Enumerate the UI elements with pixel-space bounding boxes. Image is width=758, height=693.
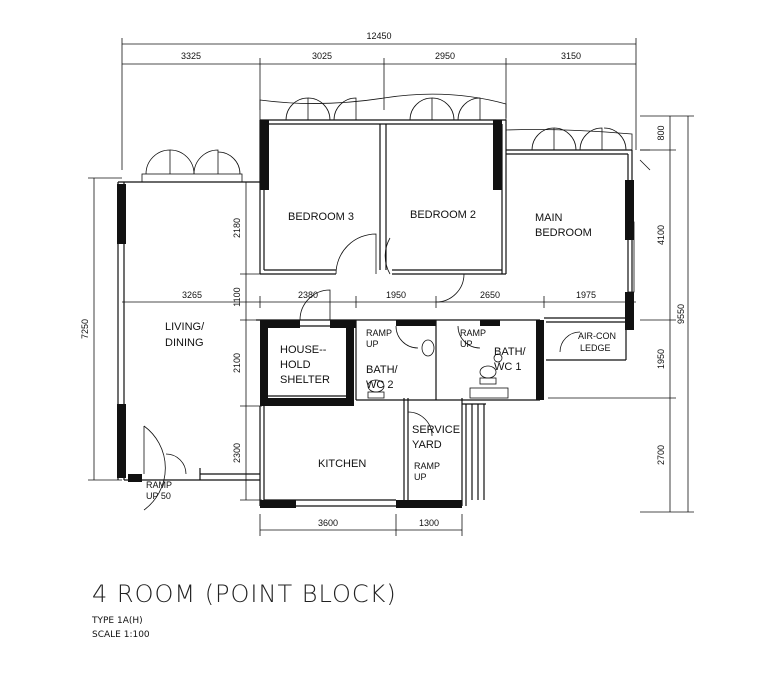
room-bath2-line2: WC 2 [366,379,394,391]
room-shelter-line2: HOLD [280,359,311,371]
dim-top-1: 3325 [181,51,201,61]
room-service-yard-line2: YARD [412,439,442,451]
room-bath1-line1: BATH/ [494,346,527,358]
room-aircon-line1: AIR-CON [578,331,616,341]
plan-scale: SCALE 1:100 [92,630,150,640]
dim-left-height: 7250 [80,319,90,339]
walls [117,119,633,507]
room-bath1-line2: WC 1 [494,361,522,373]
ramp-entrance-line1: RAMP [146,480,172,490]
dim-left-4: 2300 [232,443,242,463]
dim-right-3: 1950 [656,349,666,369]
ramp-bath2-line1: RAMP [366,328,392,338]
room-bath2-line1: BATH/ [366,364,399,376]
plan-title: 4 ROOM (POINT BLOCK) [92,580,397,608]
dim-top-4: 3150 [561,51,581,61]
ramp-labels: RAMP UP RAMP UP RAMP UP RAMP UP 50 [146,328,486,501]
room-shelter-line1: HOUSE-- [280,344,327,356]
dim-mid-1: 3265 [182,290,202,300]
dim-overall-width: 12450 [366,31,391,41]
room-living-line2: DINING [165,337,204,349]
dimension-lines [88,38,694,536]
dim-left-3: 2100 [232,353,242,373]
dim-mid-5: 1975 [576,290,596,300]
dim-mid-3: 1950 [386,290,406,300]
dim-right-2: 4100 [656,225,666,245]
ramp-bath2-line2: UP [366,339,379,349]
room-aircon-line2: LEDGE [580,343,611,353]
ramp-bath1-line1: RAMP [460,328,486,338]
dim-bottom-2: 1300 [419,518,439,528]
room-main-bedroom-line1: MAIN [535,212,563,224]
dim-right-height: 9550 [676,304,686,324]
fixtures [367,339,509,399]
dim-left-1: 2180 [232,218,242,238]
dim-mid-4: 2650 [480,290,500,300]
windows [141,93,651,293]
dim-bottom-1: 3600 [318,518,338,528]
room-service-yard-line1: SERVICE [412,424,460,436]
plan-type: TYPE 1A(H) [92,616,143,626]
room-kitchen: KITCHEN [318,458,366,470]
room-bedroom-3: BEDROOM 3 [288,211,354,223]
dim-right-1: 800 [656,125,666,140]
doors [143,233,581,511]
dim-top-2: 3025 [312,51,332,61]
dim-mid-2: 2380 [298,290,318,300]
dim-right-4: 2700 [656,445,666,465]
room-living-line1: LIVING/ [165,321,205,333]
room-labels: BEDROOM 3 BEDROOM 2 MAIN BEDROOM LIVING/… [165,209,616,470]
ramp-entrance-line2: UP 50 [146,491,171,501]
room-bedroom-2: BEDROOM 2 [410,209,476,221]
solid-walls [117,120,634,508]
ramp-bath1-line2: UP [460,339,473,349]
dim-left-2: 1100 [232,287,242,306]
room-main-bedroom-line2: BEDROOM [535,227,592,239]
ramp-yard-line1: RAMP [414,461,440,471]
ramp-yard-line2: UP [414,472,427,482]
room-shelter-line3: SHELTER [280,374,330,386]
dim-top-3: 2950 [435,51,455,61]
dimension-labels: 12450 3325 3025 2950 3150 7250 2180 1100… [80,31,686,528]
